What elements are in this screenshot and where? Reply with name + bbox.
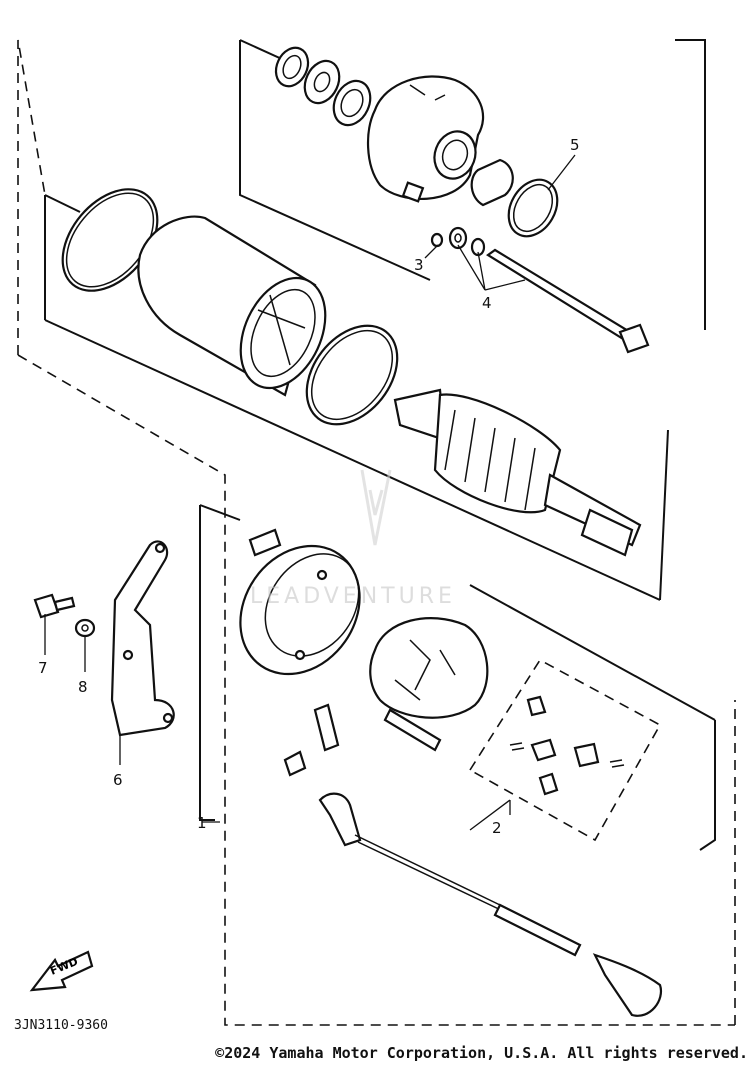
callout-3: 3 <box>414 256 424 274</box>
fwd-arrow-icon: FWD <box>29 950 94 992</box>
armature <box>393 388 642 557</box>
watermark-text: LEADVENTURE <box>250 584 456 609</box>
leadventure-watermark: LEADVENTURE <box>250 469 456 609</box>
callout-8: 8 <box>78 678 88 696</box>
yoke-assembly <box>61 188 399 426</box>
callout-4: 4 <box>482 294 492 312</box>
rear-cover-assembly <box>239 528 625 796</box>
callouts: 1 2 3 4 5 6 7 8 <box>38 136 580 837</box>
callout-5: 5 <box>570 136 580 154</box>
group-outlines <box>17 39 736 1026</box>
mounting-bracket <box>33 540 175 737</box>
diagram-code: 3JN3110-9360 <box>14 1018 108 1033</box>
copyright-notice: ©2024 Yamaha Motor Corporation, U.S.A. A… <box>215 1044 748 1062</box>
callout-2: 2 <box>492 819 502 837</box>
callout-1: 1 <box>197 814 207 832</box>
front-cover-assembly <box>274 46 650 354</box>
callout-6: 6 <box>113 771 123 789</box>
callout-7: 7 <box>38 659 48 677</box>
terminal-lead <box>283 703 663 1017</box>
leader-lines <box>44 154 576 831</box>
